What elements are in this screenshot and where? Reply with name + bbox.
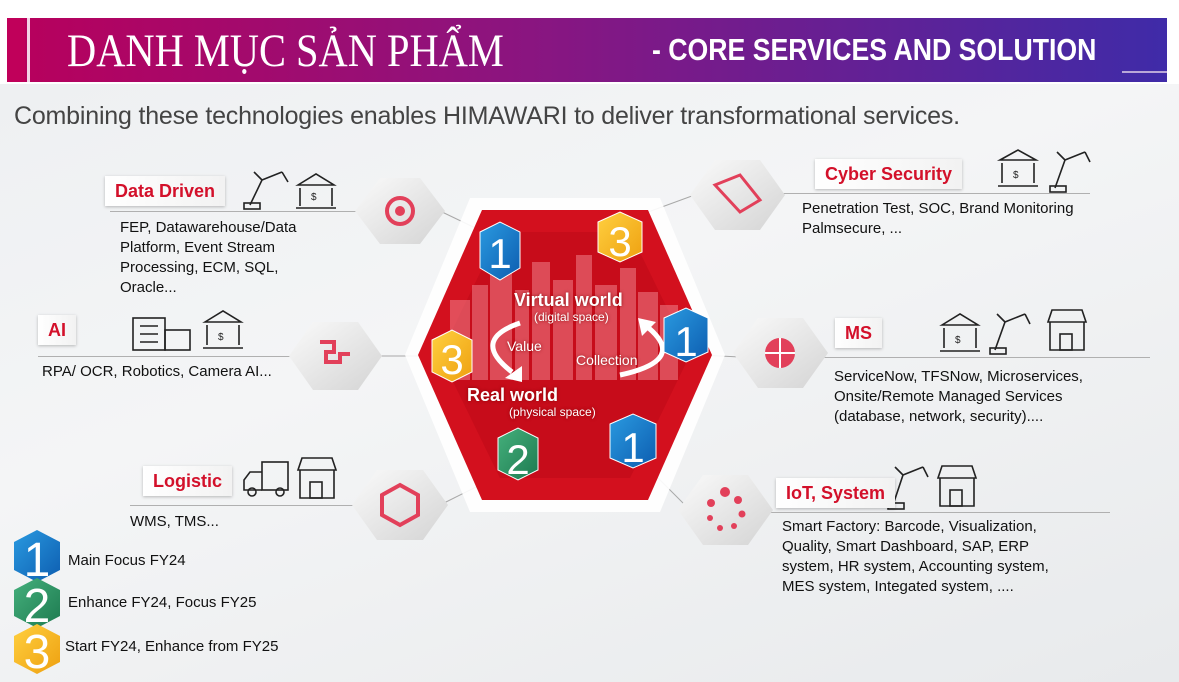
collection-label: Collection xyxy=(576,352,638,368)
hex-ai xyxy=(289,322,382,390)
desc-line: Processing, ECM, SQL, xyxy=(120,259,279,276)
hex-cyber xyxy=(690,160,785,230)
desc-line: RPA/ OCR, Robotics, Camera AI... xyxy=(42,363,272,380)
svg-text:1: 1 xyxy=(488,230,511,277)
desc-iot-system: Smart Factory: Barcode, Visualization, Qu… xyxy=(782,517,1049,597)
header-divider xyxy=(27,18,30,82)
store-icon xyxy=(296,457,338,499)
category-icons: $ $ $ $ xyxy=(132,149,1091,510)
page-subtitle: - CORE SERVICES AND SOLUTION xyxy=(652,32,1097,67)
bank-icon: $ xyxy=(295,173,337,209)
desc-line: Oracle... xyxy=(120,279,177,296)
desc-ai: RPA/ OCR, Robotics, Camera AI... xyxy=(42,362,272,382)
desc-line: ServiceNow, TFSNow, Microservices, xyxy=(834,368,1083,385)
connector-ms xyxy=(740,357,1150,358)
tagline: Combining these technologies enables HIM… xyxy=(14,102,960,130)
legend-text-1: Main Focus FY24 xyxy=(68,552,186,569)
bank-icon: $ xyxy=(939,313,981,352)
connector-data-driven xyxy=(110,211,380,212)
legend-text-2: Enhance FY24, Focus FY25 xyxy=(68,594,257,611)
desc-line: FEP, Datawarehouse/Data xyxy=(120,219,297,236)
legend-text-3: Start FY24, Enhance from FY25 xyxy=(65,638,279,655)
svg-text:2: 2 xyxy=(506,436,529,483)
desc-line: Onsite/Remote Managed Services xyxy=(834,388,1063,405)
desc-line: (database, network, security).... xyxy=(834,408,1044,425)
badge-iot: 1 xyxy=(609,413,657,471)
svg-text:3: 3 xyxy=(24,626,51,679)
label-iot-system: IoT, System xyxy=(776,478,896,508)
label-logistic: Logistic xyxy=(143,466,233,496)
header-bar: DANH MỤC SẢN PHẨM - CORE SERVICES AND SO… xyxy=(7,18,1167,82)
svg-text:3: 3 xyxy=(608,218,631,265)
real-world-label: Real world xyxy=(467,385,559,405)
badge-cyber: 3 xyxy=(597,211,643,265)
store-icon xyxy=(936,465,978,507)
center-badges: 1 3 3 1 2 1 xyxy=(431,211,709,483)
bank-icon: $ xyxy=(996,149,1040,187)
bank-icon: $ xyxy=(202,310,244,349)
desc-line: MES system, Integated system, .... xyxy=(782,578,1014,595)
robot-arm-icon xyxy=(989,313,1031,355)
label-cyber-security: Cyber Security xyxy=(815,159,963,189)
svg-text:$: $ xyxy=(1013,170,1019,181)
desc-line: system, HR system, Accounting system, xyxy=(782,558,1049,575)
badge-ms: 1 xyxy=(663,307,709,365)
desc-line: Smart Factory: Barcode, Visualization, xyxy=(782,518,1037,535)
svg-text:$: $ xyxy=(955,335,961,346)
real-world-sublabel: (physical space) xyxy=(509,405,596,419)
label-data-driven: Data Driven xyxy=(105,176,226,206)
label-ms: MS xyxy=(835,318,882,348)
desc-line: Quality, Smart Dashboard, SAP, ERP xyxy=(782,538,1030,555)
svg-text:1: 1 xyxy=(674,318,697,365)
legend-badge-1: 1 xyxy=(14,530,60,587)
header-accent xyxy=(7,18,25,82)
svg-text:$: $ xyxy=(311,192,317,203)
svg-text:3: 3 xyxy=(440,336,463,383)
desc-line: Penetration Test, SOC, Brand Monitoring xyxy=(802,200,1074,217)
connector-cyber xyxy=(700,193,1090,194)
virtual-world-label: Virtual world xyxy=(514,290,623,310)
connector-logistic xyxy=(130,505,360,506)
badge-ai: 3 xyxy=(431,329,473,383)
desc-line: Palmsecure, ... xyxy=(802,220,903,237)
robot-arm-icon xyxy=(243,171,289,210)
connector-ai xyxy=(38,356,308,357)
desc-line: Platform, Event Stream xyxy=(120,239,276,256)
label-ai: AI xyxy=(38,315,76,345)
desc-ms: ServiceNow, TFSNow, Microservices, Onsite… xyxy=(834,367,1083,427)
hex-logistic xyxy=(352,470,448,540)
svg-text:$: $ xyxy=(218,332,224,343)
connector-iot xyxy=(760,512,1110,513)
desc-line: WMS, TMS... xyxy=(130,513,219,530)
robot-arm-icon xyxy=(887,466,929,510)
hex-ms xyxy=(733,318,828,388)
robot-arm-icon xyxy=(1049,151,1091,193)
hex-iot xyxy=(678,475,773,545)
virtual-world-sublabel: (digital space) xyxy=(534,310,609,324)
page-title: DANH MỤC SẢN PHẨM xyxy=(67,25,504,77)
header-underline xyxy=(1122,71,1167,73)
truck-icon xyxy=(243,461,289,497)
hex-data-driven xyxy=(355,178,445,244)
collection-arrow xyxy=(619,323,666,378)
svg-text:1: 1 xyxy=(621,424,644,471)
desc-logistic: WMS, TMS... xyxy=(130,512,219,532)
badge-logistic: 2 xyxy=(497,427,539,483)
value-arrow xyxy=(490,320,521,374)
store-icon xyxy=(1046,309,1088,351)
value-label: Value xyxy=(507,338,542,354)
badge-data-driven: 1 xyxy=(479,221,521,281)
legend-badges: 1 2 3 xyxy=(14,530,60,679)
legend-badge-3: 3 xyxy=(14,624,60,679)
building-icon xyxy=(132,317,191,351)
